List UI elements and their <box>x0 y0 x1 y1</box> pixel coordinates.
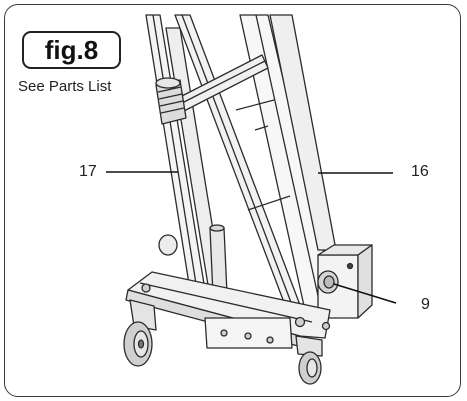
caster-left <box>123 299 157 367</box>
bolt-9 <box>317 270 339 294</box>
figure-label: fig.8 <box>44 34 99 65</box>
figure-badge: fig.8 <box>22 31 121 69</box>
figure-caption: See Parts List <box>18 78 112 95</box>
leader-9 <box>333 283 397 304</box>
callout-9: 9 <box>421 296 430 313</box>
figure-frame <box>4 4 461 397</box>
caster-right <box>295 335 323 385</box>
lower-bracket <box>204 317 293 349</box>
callout-17: 17 <box>79 163 97 180</box>
callout-16: 16 <box>411 163 429 180</box>
spring-handle <box>155 77 187 125</box>
